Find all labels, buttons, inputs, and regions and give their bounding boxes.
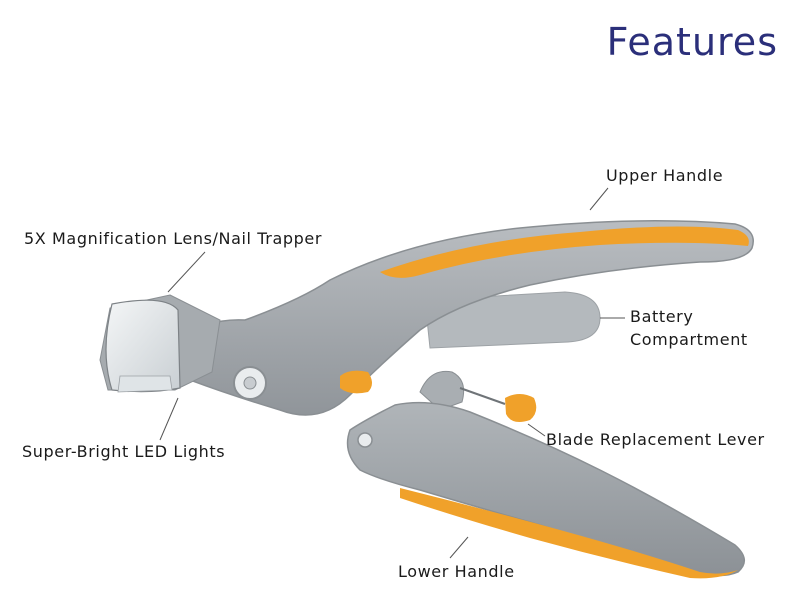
blade-lever (505, 394, 537, 422)
led-light (117, 375, 173, 393)
blade-lever-bracket (419, 370, 465, 411)
upper-handle (184, 220, 754, 416)
label-battery-line2: Compartment (630, 330, 748, 349)
leader-lens (167, 251, 206, 293)
leader-lower-handle (449, 536, 469, 559)
label-upper-handle: Upper Handle (606, 166, 724, 185)
label-battery-line1: Battery (630, 307, 694, 326)
label-lens: 5X Magnification Lens/Nail Trapper (24, 229, 323, 248)
upper-button (340, 370, 372, 394)
upper-grip (380, 226, 749, 278)
label-led: Super-Bright LED Lights (22, 442, 226, 461)
lower-handle (346, 401, 745, 577)
magnification-lens (105, 299, 181, 393)
leader-upper-handle (589, 187, 609, 211)
label-lower-handle: Lower Handle (398, 562, 515, 581)
leader-led (159, 397, 179, 441)
page-title: Features (606, 20, 778, 64)
label-blade-lever: Blade Replacement Lever (546, 430, 765, 449)
lower-grip (400, 488, 738, 579)
leader-blade-lever (527, 423, 546, 437)
